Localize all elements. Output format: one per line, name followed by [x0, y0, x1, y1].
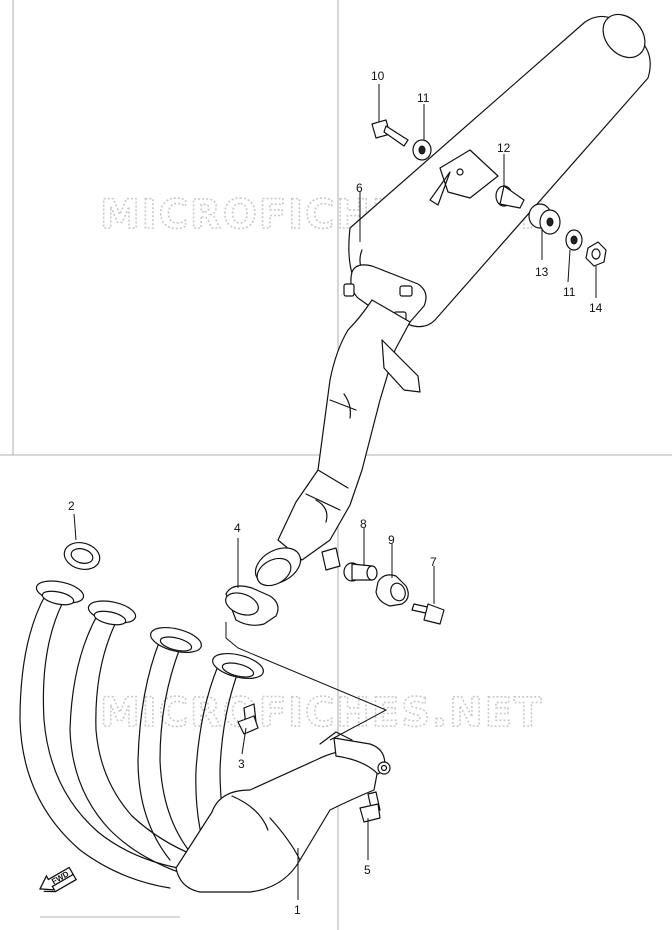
callout-8: 8 [360, 517, 367, 531]
collar-part-12[interactable] [495, 185, 525, 209]
callout-11-upper: 11 [417, 91, 430, 105]
callout-6: 6 [356, 181, 363, 195]
callout-12: 12 [497, 141, 511, 155]
leader-lines [73, 84, 597, 900]
callout-3: 3 [238, 757, 245, 771]
callout-10: 10 [371, 69, 385, 83]
washer-part-11-upper[interactable] [412, 139, 432, 161]
washer-part-11-lower[interactable] [565, 229, 583, 251]
callout-5: 5 [364, 863, 371, 877]
header-flange-4 [212, 653, 264, 679]
gasket-part-2[interactable] [61, 539, 103, 573]
cushion-part-13[interactable] [528, 203, 561, 235]
callout-9: 9 [388, 533, 395, 547]
callout-14: 14 [589, 301, 603, 315]
forward-direction-icon: FWD [38, 866, 78, 893]
cushion-part-9[interactable] [375, 574, 409, 607]
muffler-part-6[interactable] [343, 6, 653, 328]
callout-7: 7 [430, 555, 437, 569]
callout-labels: 1 2 3 4 5 6 7 8 9 10 11 11 12 13 14 [68, 69, 603, 917]
mid-pipe[interactable] [249, 299, 421, 591]
assembly-guide-lines [225, 622, 388, 741]
header-pipes-part-1[interactable] [19, 577, 391, 893]
nut-part-14[interactable] [585, 241, 607, 267]
header-flange-2 [87, 600, 137, 626]
watermark-bottom: MICROFICHES.NET [100, 690, 543, 736]
collar-part-8[interactable] [343, 562, 378, 582]
callout-4: 4 [234, 521, 241, 535]
bolt-part-5[interactable] [359, 791, 381, 823]
bolt-part-10[interactable] [371, 119, 409, 147]
bolt-part-3[interactable] [237, 703, 259, 735]
header-flange-1 [35, 580, 85, 606]
gasket-sleeve-part-4[interactable] [223, 585, 279, 626]
header-flange-3 [150, 627, 202, 653]
callout-1: 1 [294, 903, 301, 917]
callout-2: 2 [68, 499, 75, 513]
callout-11-lower: 11 [563, 285, 576, 299]
bolt-part-7[interactable] [411, 603, 445, 625]
callout-13: 13 [535, 265, 549, 279]
